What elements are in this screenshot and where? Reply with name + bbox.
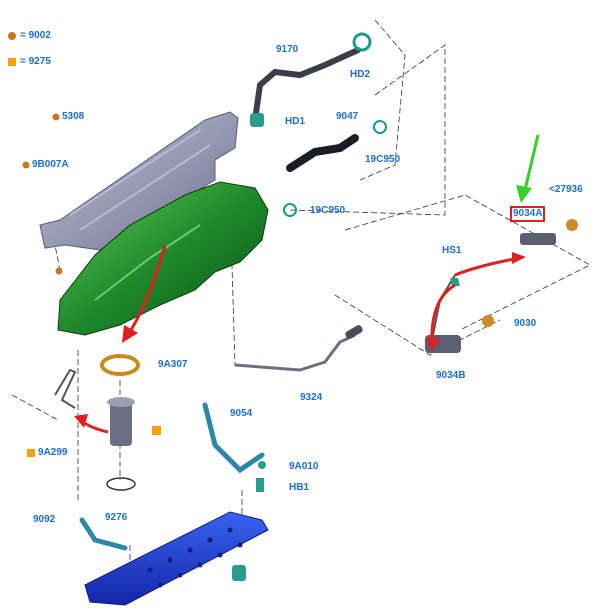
label-9047: 9047 — [336, 111, 359, 122]
legend-dot-label: = 9002 — [20, 30, 51, 41]
legend-9275: = 9275 — [8, 56, 51, 67]
bolt-hb1 — [256, 478, 264, 492]
label-hd2: HD2 — [350, 69, 371, 80]
sender-9a299 — [54, 368, 77, 409]
label-9170: 9170 — [276, 44, 299, 55]
label-9b007a: 9B007A — [32, 159, 69, 170]
label-9034a: 9034A — [510, 206, 546, 222]
clamp-19c950-mid — [283, 203, 297, 217]
legend-square-icon — [8, 57, 16, 66]
label-9a307: 9A307 — [158, 359, 188, 370]
filler-hose-9170 — [252, 47, 361, 123]
strap-9054 — [202, 402, 265, 474]
skid-plate — [84, 511, 269, 606]
label-9092: 9092 — [33, 514, 56, 525]
red-arrowheads — [74, 252, 526, 428]
marker-dots — [22, 113, 63, 275]
hose-9047 — [286, 134, 359, 172]
bolt-9a010 — [258, 461, 266, 469]
legend-9002: = 9002 — [8, 30, 51, 41]
label-hd1: HD1 — [285, 116, 306, 127]
label-9276: 9276 — [105, 512, 128, 523]
label-9324: 9324 — [300, 392, 323, 403]
label-9054: 9054 — [230, 408, 253, 419]
label-9a010: 9A010 — [289, 461, 319, 472]
label-hs1: HS1 — [442, 245, 462, 256]
marker-square-9a — [152, 426, 161, 435]
label-9030: 9030 — [514, 318, 537, 329]
label-27936: <27936 — [549, 184, 583, 195]
fuel-line-9324 — [234, 333, 356, 372]
cap-27936 — [566, 219, 578, 231]
clamp-hd1 — [250, 113, 264, 127]
label-5308: 5308 — [62, 111, 85, 122]
red-arrows — [79, 244, 521, 434]
marker-square-9a299 — [27, 449, 35, 457]
seal-9276 — [106, 477, 136, 491]
clamp-hd2 — [352, 32, 372, 52]
legend-dot-icon — [8, 31, 16, 40]
heat-shield — [39, 111, 239, 251]
fuel-tank — [57, 181, 269, 336]
skid-holes — [147, 527, 243, 588]
connector-9034a — [520, 233, 556, 245]
clamp-19c950-top — [373, 120, 387, 134]
part-9030 — [482, 315, 494, 327]
mount-bracket — [232, 565, 246, 581]
label-9a299: 9A299 — [38, 447, 68, 458]
label-9034b: 9034B — [436, 370, 466, 381]
strap-9092 — [79, 517, 128, 551]
label-19c950-mid: 19C950 — [310, 205, 346, 216]
lock-ring-9a307 — [100, 354, 140, 376]
connector-hs1 — [450, 278, 460, 286]
fuel-pump-module — [110, 402, 132, 446]
green-arrow — [523, 134, 540, 191]
legend-square-label: = 9275 — [20, 56, 51, 67]
label-hb1: HB1 — [289, 482, 310, 493]
label-19c950-top: 19C950 — [365, 154, 401, 165]
